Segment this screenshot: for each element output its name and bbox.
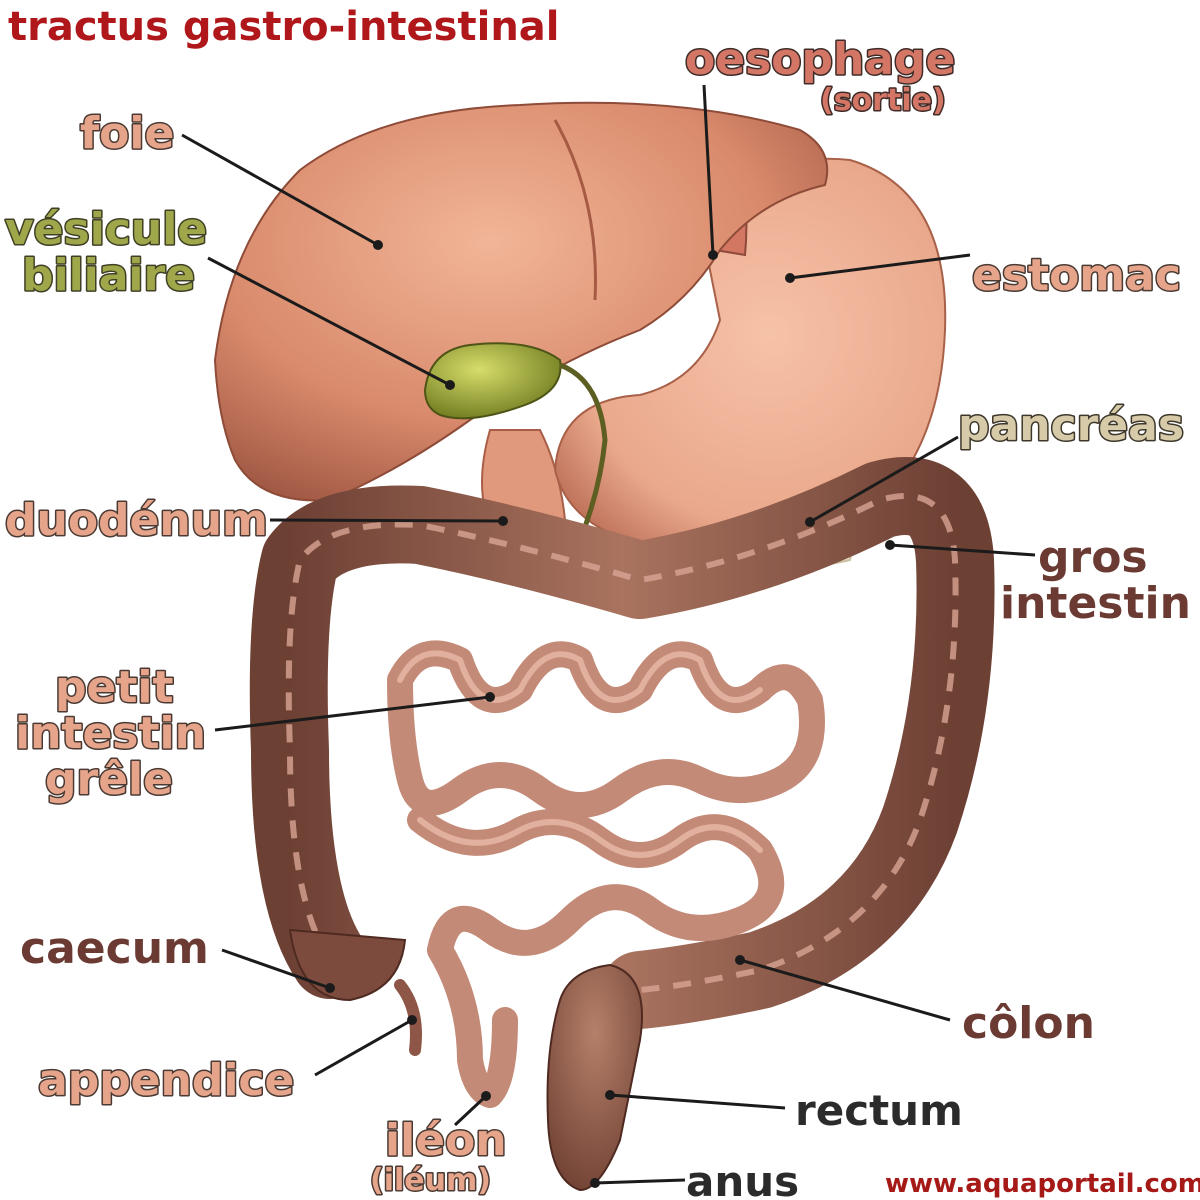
- diagram-title: tractus gastro-intestinal: [8, 4, 560, 50]
- label-oesophage-sub: (sortie): [820, 83, 946, 118]
- rectum-organ: [548, 965, 643, 1190]
- label-appendice: appendice: [38, 1055, 294, 1106]
- label-gros: gros: [1038, 532, 1148, 583]
- label-ileon-sub: (iléum): [370, 1163, 491, 1198]
- label-anus: anus: [686, 1157, 799, 1200]
- label-caecum: caecum: [20, 923, 209, 974]
- label-rectum: rectum: [795, 1086, 963, 1135]
- label-intestin-gros: intestin: [1000, 578, 1191, 629]
- label-ileon: iléon: [385, 1115, 507, 1166]
- website-credit: www.aquaportail.com: [885, 1169, 1200, 1199]
- label-oesophage: oesophage: [685, 34, 955, 85]
- label-grele: grêle: [45, 754, 173, 805]
- label-duodenum: duodénum: [5, 495, 268, 546]
- gallbladder-organ: [425, 343, 561, 418]
- label-colon: côlon: [962, 998, 1095, 1049]
- label-petit: petit: [55, 662, 174, 713]
- label-intestin-petit: intestin: [15, 708, 206, 759]
- label-estomac: estomac: [972, 250, 1181, 301]
- label-vesicule: vésicule: [5, 204, 207, 255]
- label-pancreas: pancréas: [958, 400, 1184, 451]
- label-biliaire: biliaire: [22, 250, 195, 301]
- organs: [215, 103, 956, 1190]
- label-foie: foie: [80, 108, 174, 159]
